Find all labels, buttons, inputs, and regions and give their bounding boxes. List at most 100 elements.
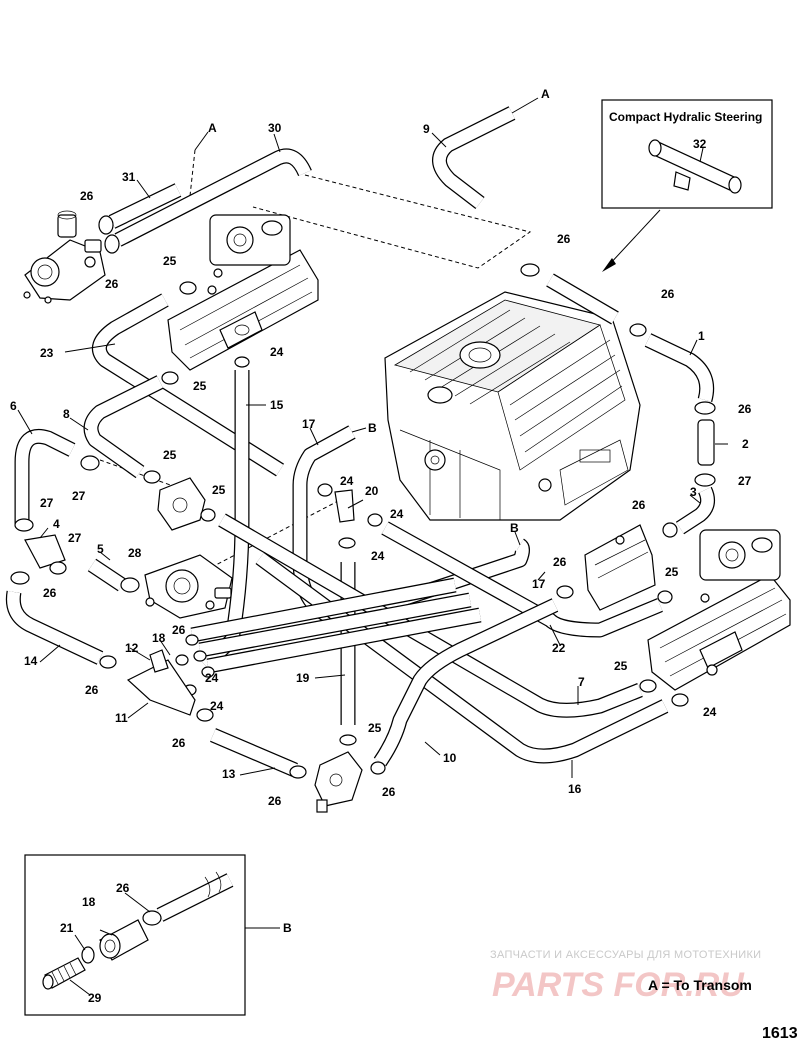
fluid-cooler: [584, 524, 656, 611]
hose-16: [255, 551, 669, 764]
circulating-pump: [144, 554, 233, 619]
callout-26: 26: [43, 586, 57, 600]
hose-bundle-b: [198, 592, 472, 658]
connector-label-b: B: [368, 421, 377, 435]
clamps: [10, 215, 716, 779]
callout-26: 26: [172, 736, 186, 750]
clamp: [520, 263, 540, 277]
callout-1: 1: [698, 329, 705, 343]
connector-label-a: A: [208, 121, 217, 135]
callout-18: 18: [82, 895, 96, 909]
hose-bundle-a: [190, 577, 457, 643]
clamp: [234, 356, 250, 368]
callout-3: 3: [690, 485, 697, 499]
hose-6: [14, 429, 76, 525]
callout-29: 29: [88, 991, 102, 1005]
callout-26: 26: [557, 232, 571, 246]
hose-13: [210, 728, 298, 777]
callout-20: 20: [365, 484, 379, 498]
clamp: [200, 508, 216, 522]
callout-26: 26: [80, 189, 94, 203]
callout-23: 23: [40, 346, 54, 360]
clamp: [671, 693, 689, 707]
callout-24: 24: [390, 507, 404, 521]
clamp: [339, 734, 357, 746]
hose-steering-cooler: [546, 273, 619, 325]
callout-27: 27: [738, 474, 752, 488]
callout-14: 14: [24, 654, 38, 668]
water-distribution-block: [157, 477, 206, 531]
clamp: [161, 371, 179, 385]
hose-9: [432, 106, 516, 209]
callout-7: 7: [578, 675, 585, 689]
clamp: [694, 401, 716, 415]
clamp: [367, 513, 383, 527]
callout-26: 26: [382, 785, 396, 799]
inset-b: [24, 854, 280, 1016]
hose-8: [83, 375, 164, 479]
callout-25: 25: [212, 483, 226, 497]
hose-23: [91, 293, 284, 477]
hose-3: [675, 486, 716, 535]
callout-25: 25: [368, 721, 382, 735]
hose-14: [5, 590, 104, 665]
inset-steering: Compact Hydralic Steering: [601, 99, 773, 272]
hose-31: [108, 183, 182, 229]
clamp: [338, 537, 356, 549]
callout-25: 25: [193, 379, 207, 393]
callout-24: 24: [340, 474, 354, 488]
engine-block: [384, 291, 641, 521]
clamp: [662, 522, 678, 538]
callout-26: 26: [661, 287, 675, 301]
callout-32: 32: [693, 137, 707, 151]
inset-steering-title: Compact Hydralic Steering: [609, 110, 762, 124]
clamp: [556, 585, 574, 599]
hose-5: [87, 558, 127, 592]
clamp: [196, 708, 214, 722]
watermark: ЗАПЧАСТИ И АКСЕССУАРЫ ДЛЯ МОТОТЕХНИКИ PA…: [490, 949, 761, 1004]
callout-26: 26: [738, 402, 752, 416]
clamp: [98, 215, 114, 235]
callout-26: 26: [85, 683, 99, 697]
callout-27: 27: [68, 531, 82, 545]
clamp: [120, 577, 140, 593]
clamp: [14, 518, 34, 532]
figure-number: 1613: [762, 1025, 798, 1042]
fitting-12: [149, 649, 169, 673]
leader-lines: [17, 97, 728, 996]
callout-8: 8: [63, 407, 70, 421]
watermark-line1: ЗАПЧАСТИ И АКСЕССУАРЫ ДЛЯ МОТОТЕХНИКИ: [490, 949, 761, 961]
hose-bundle-c: [206, 607, 482, 674]
callout-9: 9: [423, 122, 430, 136]
hose-30: [114, 148, 312, 247]
hose-22: [381, 521, 663, 638]
callout-24: 24: [205, 671, 219, 685]
clamp: [289, 765, 307, 779]
callout-24: 24: [371, 549, 385, 563]
callout-4: 4: [53, 517, 60, 531]
right-exhaust-manifold: [647, 529, 791, 691]
elbow-fitting-4: [24, 534, 66, 569]
callout-13: 13: [222, 767, 236, 781]
hoses: [5, 106, 716, 777]
clamp: [185, 634, 199, 646]
callout-16: 16: [568, 782, 582, 796]
clamp: [193, 650, 207, 662]
hose-fitting-2: [697, 419, 715, 466]
clamp: [104, 234, 120, 254]
callout-6: 6: [10, 399, 17, 413]
clamp: [201, 666, 215, 678]
clamp: [370, 761, 386, 775]
callout-26: 26: [268, 794, 282, 808]
callout-22: 22: [552, 641, 566, 655]
callout-24: 24: [703, 705, 717, 719]
callout-24: 24: [270, 345, 284, 359]
hose-10: [373, 598, 559, 767]
left-exhaust-manifold: [167, 214, 319, 371]
callout-25: 25: [614, 659, 628, 673]
callout-26: 26: [116, 881, 130, 895]
clamp: [80, 455, 100, 471]
clamp: [657, 590, 673, 604]
clamp: [179, 281, 197, 295]
